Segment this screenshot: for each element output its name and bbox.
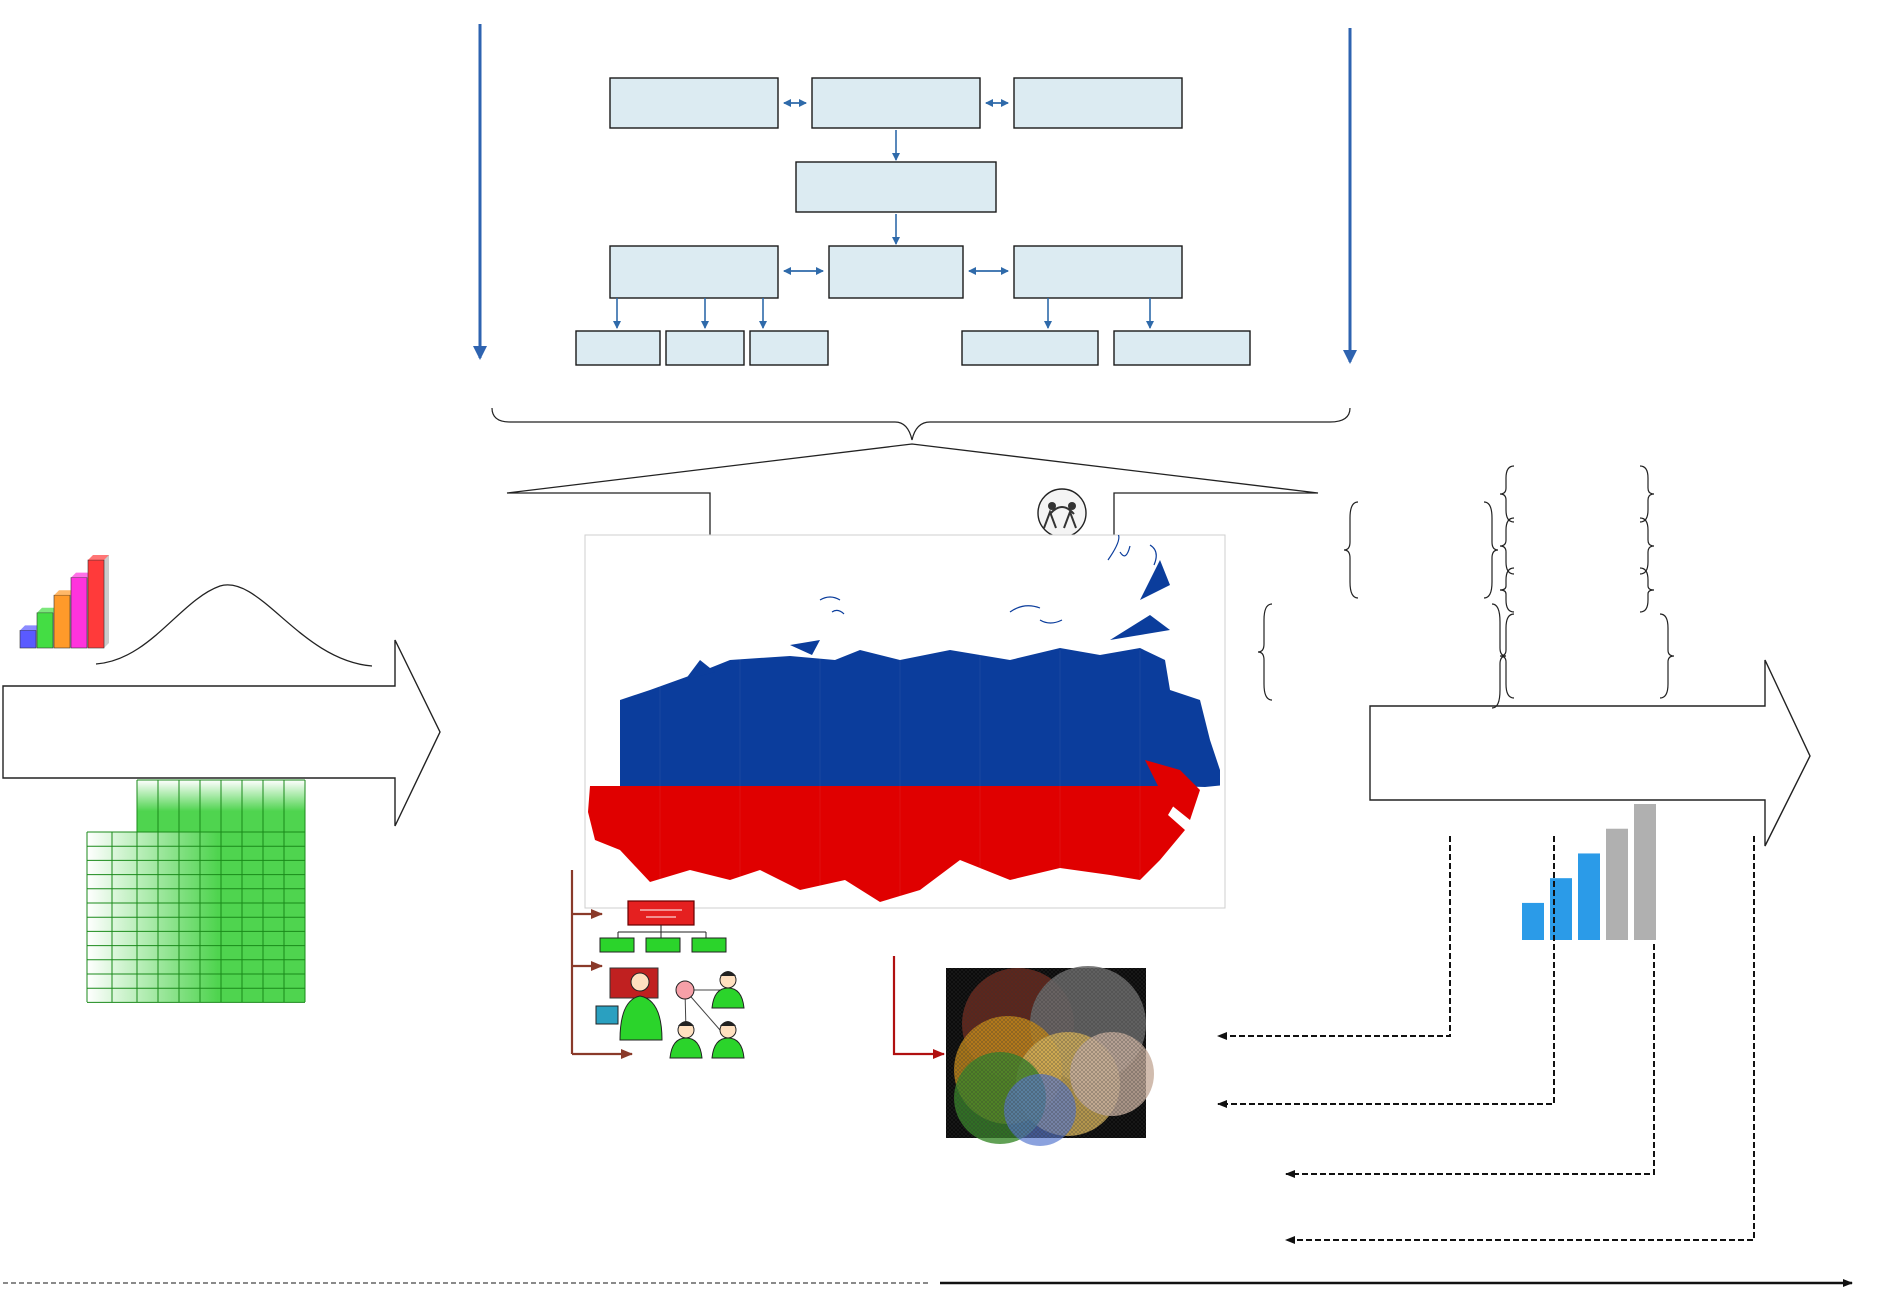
- org-box-4-1: [575, 330, 661, 366]
- right-bar-4: [1606, 828, 1628, 940]
- feedback-lines: [1217, 836, 1755, 1244]
- green-spreadsheet-grid-icon: [86, 779, 306, 1003]
- left-bar-3: [53, 594, 71, 649]
- org-structure-diagram: [473, 24, 1357, 366]
- org-box-2-1: [795, 161, 997, 213]
- org-box-3-1: [609, 245, 779, 299]
- person-icon-1: [711, 971, 745, 1009]
- left-bar-4: [70, 577, 88, 649]
- org-box-3-2: [828, 245, 964, 299]
- normal-distribution-curve-icon: [95, 584, 373, 667]
- org-box-1-3: [1013, 77, 1183, 129]
- red-bend-arrow: [892, 956, 945, 1059]
- left-bar-1: [19, 630, 37, 649]
- right-bar-3: [1578, 853, 1600, 940]
- org-box-4-5: [1113, 330, 1251, 366]
- person-icon-2: [669, 1021, 703, 1059]
- right-bar-2: [1550, 878, 1572, 940]
- gradient-bar-chart-icon: [19, 555, 109, 649]
- blue-gray-bar-chart-icon: [1522, 804, 1656, 940]
- org-box-3-3: [1013, 245, 1183, 299]
- person-icon-3: [711, 1021, 745, 1059]
- left-bar-5: [87, 559, 105, 649]
- team-network-icon: [595, 967, 745, 1059]
- curly-brace: [491, 407, 1351, 441]
- org-box-4-2: [665, 330, 745, 366]
- russia-map-flag-icon: [584, 534, 1226, 909]
- people-emblem-icon: [1037, 488, 1087, 538]
- org-chart-icon: [570, 870, 727, 1059]
- overlapping-circles-icon: [946, 966, 1154, 1146]
- org-box-4-3: [749, 330, 829, 366]
- org-box-1-2: [811, 77, 981, 129]
- right-bar-1: [1522, 902, 1544, 940]
- right-output-arrow: [1369, 659, 1811, 847]
- left-input-arrow: [2, 639, 441, 827]
- org-box-4-4: [961, 330, 1099, 366]
- left-bar-2: [36, 612, 54, 649]
- org-box-1-1: [609, 77, 779, 129]
- brace-group: [1257, 465, 1675, 709]
- right-bar-5: [1634, 804, 1656, 940]
